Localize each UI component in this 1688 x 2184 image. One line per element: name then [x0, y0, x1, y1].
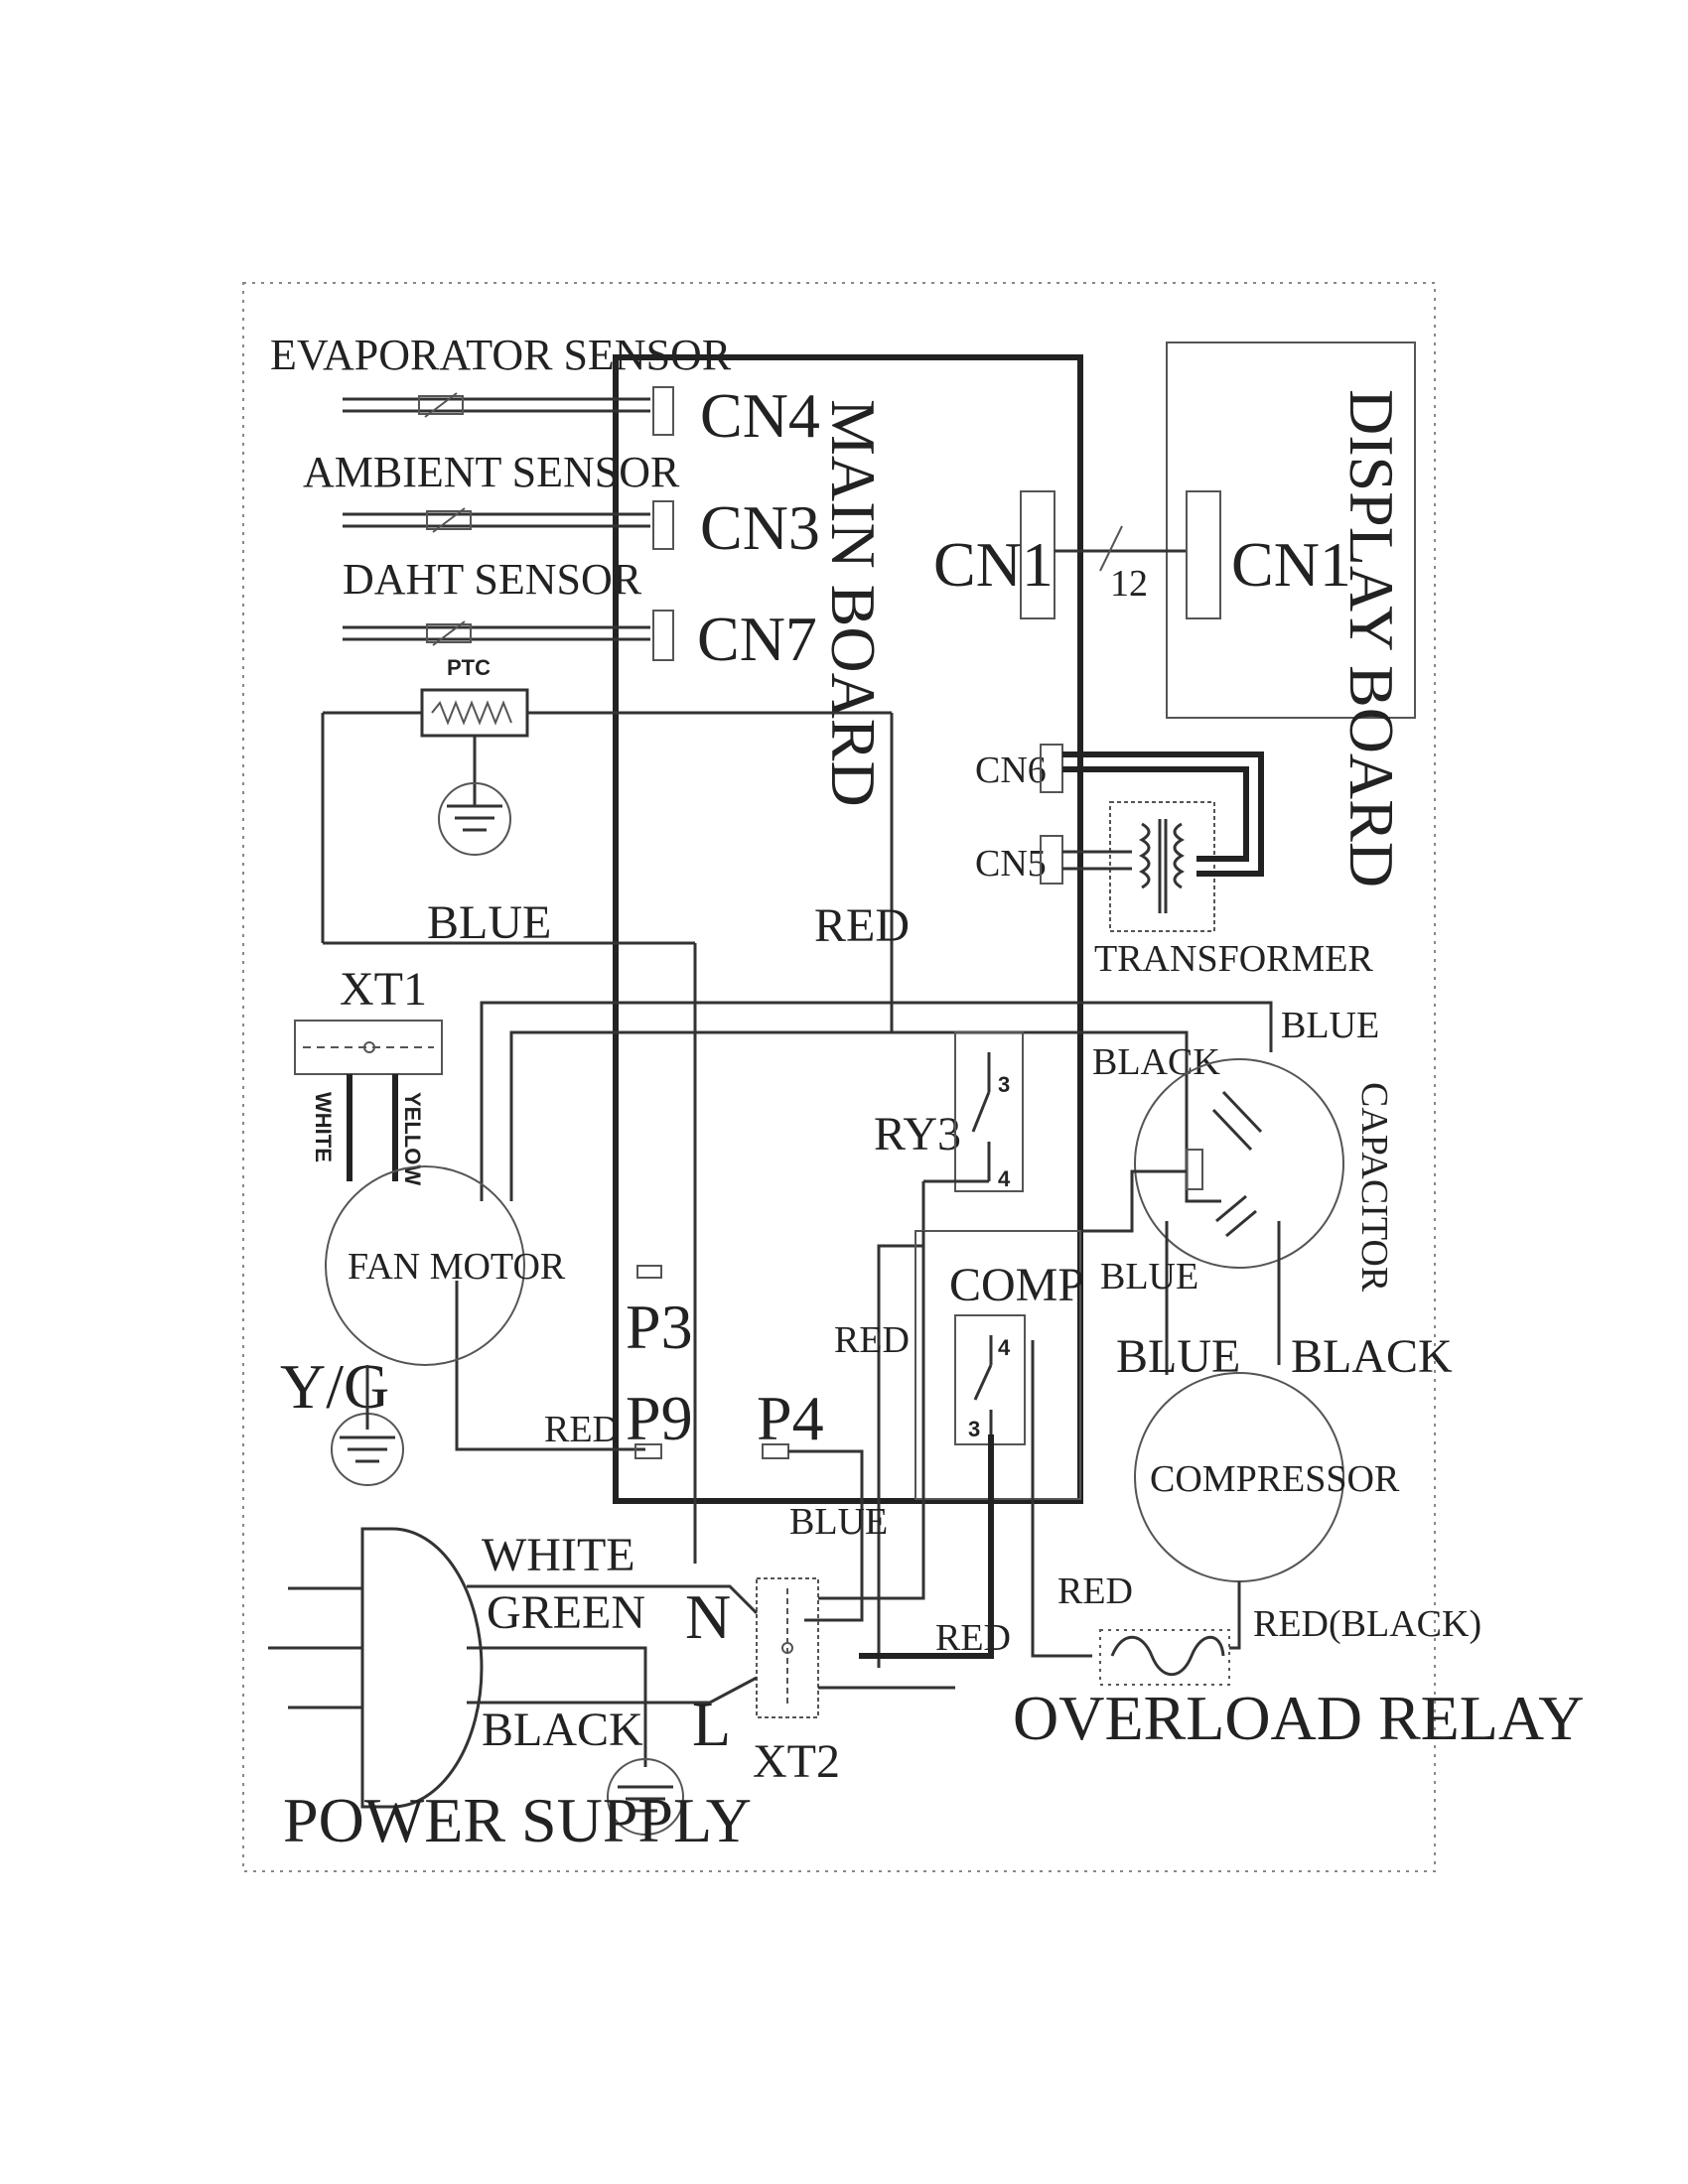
compressor-red-wire: [1229, 1581, 1241, 1650]
xt2-label: XT2: [753, 1735, 840, 1788]
cn1-main-label: CN1: [933, 529, 1054, 600]
cn1-main-connector: [1020, 490, 1055, 619]
green-ps-label: GREEN: [487, 1586, 645, 1639]
cap-wire-blue: [1082, 1169, 1187, 1233]
p3-terminal: [636, 1265, 662, 1279]
main-board-box: [613, 354, 1083, 1504]
white-ps-label: WHITE: [482, 1529, 635, 1581]
ambient-sensor: [343, 507, 650, 533]
comp-pin4: 4: [998, 1335, 1011, 1360]
ptc-heater: [420, 688, 529, 738]
power-supply-label: POWER SUPPLY: [283, 1785, 752, 1855]
black-comp-label: BLACK: [1291, 1330, 1453, 1383]
fan-motor-label: FAN MOTOR: [348, 1246, 566, 1288]
transformer-wires: [1062, 751, 1264, 877]
ry3-label: RY3: [874, 1108, 961, 1160]
fan-motor: [325, 1165, 525, 1366]
fan-motor-wires: [347, 1001, 1273, 1451]
comp-wire-4: [1031, 1340, 1092, 1658]
daht-sensor: [343, 620, 650, 646]
cn1-display-connector: [1186, 490, 1221, 619]
evaporator-sensor-label: EVAPORATOR SENSOR: [270, 331, 732, 379]
black-cap-label: BLACK: [1092, 1041, 1220, 1083]
power-plug: [268, 1527, 484, 1809]
cn3-connector: [652, 500, 674, 550]
ptc-label: PTC: [447, 655, 491, 680]
evaporator-sensor: [343, 392, 650, 418]
cn4-label: CN4: [700, 380, 820, 451]
comp-wire-3: [859, 1434, 994, 1659]
red-xt2-label: RED: [935, 1617, 1011, 1659]
blue-ptc-label: BLUE: [427, 896, 551, 949]
p4-wire: [788, 1449, 864, 1622]
yg-label: Y/G: [280, 1351, 389, 1422]
cn1-display-label: CN1: [1231, 529, 1351, 600]
display-board-label: DISPLAY BOARD: [1336, 389, 1407, 887]
ambient-sensor-label: AMBIENT SENSOR: [303, 448, 680, 496]
ry3-pin3: 3: [998, 1072, 1010, 1097]
cn4-connector: [652, 386, 674, 436]
red-mid-label: RED: [834, 1319, 910, 1361]
overload-relay-label: OVERLOAD RELAY: [1013, 1683, 1584, 1753]
comp-label: COMP: [949, 1259, 1084, 1311]
power-wires: [467, 1584, 759, 1767]
cn5-label: CN5: [975, 843, 1047, 885]
fan-ground-icon: [331, 1365, 404, 1486]
xt1-terminal: [294, 1020, 443, 1075]
capacitor: [1134, 1058, 1344, 1269]
overload-relay: [1099, 1629, 1230, 1686]
n-label: N: [685, 1581, 731, 1652]
transformer-label: TRANSFORMER: [1094, 938, 1373, 980]
ry3-pin4: 4: [998, 1166, 1011, 1191]
ry3-wire: [877, 1181, 925, 1668]
compressor-label: COMPRESSOR: [1150, 1458, 1400, 1500]
red-p9-label: RED: [544, 1409, 620, 1450]
cn5-connector: [1040, 835, 1063, 885]
daht-sensor-label: DAHT SENSOR: [343, 555, 642, 604]
bus-count-label: 12: [1110, 563, 1148, 605]
p3-label: P3: [626, 1292, 693, 1362]
comp-area: [914, 1230, 1081, 1500]
comp-pin3: 3: [968, 1417, 980, 1441]
blue-cap-label: BLUE: [1281, 1005, 1379, 1046]
white-vertical-label: WHITE: [311, 1092, 336, 1162]
bus-slash: [1099, 525, 1123, 572]
black-ps-label: BLACK: [482, 1704, 643, 1756]
xt1-label: XT1: [340, 963, 427, 1016]
l-label: L: [692, 1689, 731, 1759]
main-board-label: MAIN BOARD: [818, 399, 889, 807]
outer-frame: [242, 282, 1436, 1872]
red-relay-label: RED: [1057, 1570, 1133, 1612]
comp-relay: [954, 1314, 1026, 1445]
display-board-box: [1166, 341, 1416, 719]
ground-icon: [438, 782, 511, 856]
cn7-label: CN7: [697, 604, 817, 674]
p9-terminal: [634, 1443, 662, 1459]
blue-bottom-label: BLUE: [789, 1501, 888, 1543]
p9-label: P9: [626, 1383, 693, 1453]
capacitor-label: CAPACITOR: [1353, 1082, 1395, 1293]
p4-label: P4: [757, 1383, 824, 1453]
cn7-connector: [652, 610, 674, 661]
xt2-blue-wire: [818, 1231, 925, 1600]
xt2-terminal: [756, 1577, 819, 1718]
yellow-vertical-label: YELLOW: [400, 1092, 425, 1185]
power-ground-icon: [607, 1758, 684, 1836]
transformer: [1109, 801, 1215, 932]
ry3-relay: [923, 1031, 1024, 1192]
blue-comp1-label: BLUE: [1100, 1256, 1198, 1297]
red-main-label: RED: [814, 899, 910, 952]
red-black-label: RED(BLACK): [1253, 1603, 1481, 1645]
cn3-label: CN3: [700, 492, 820, 563]
cn6-label: CN6: [975, 750, 1047, 791]
